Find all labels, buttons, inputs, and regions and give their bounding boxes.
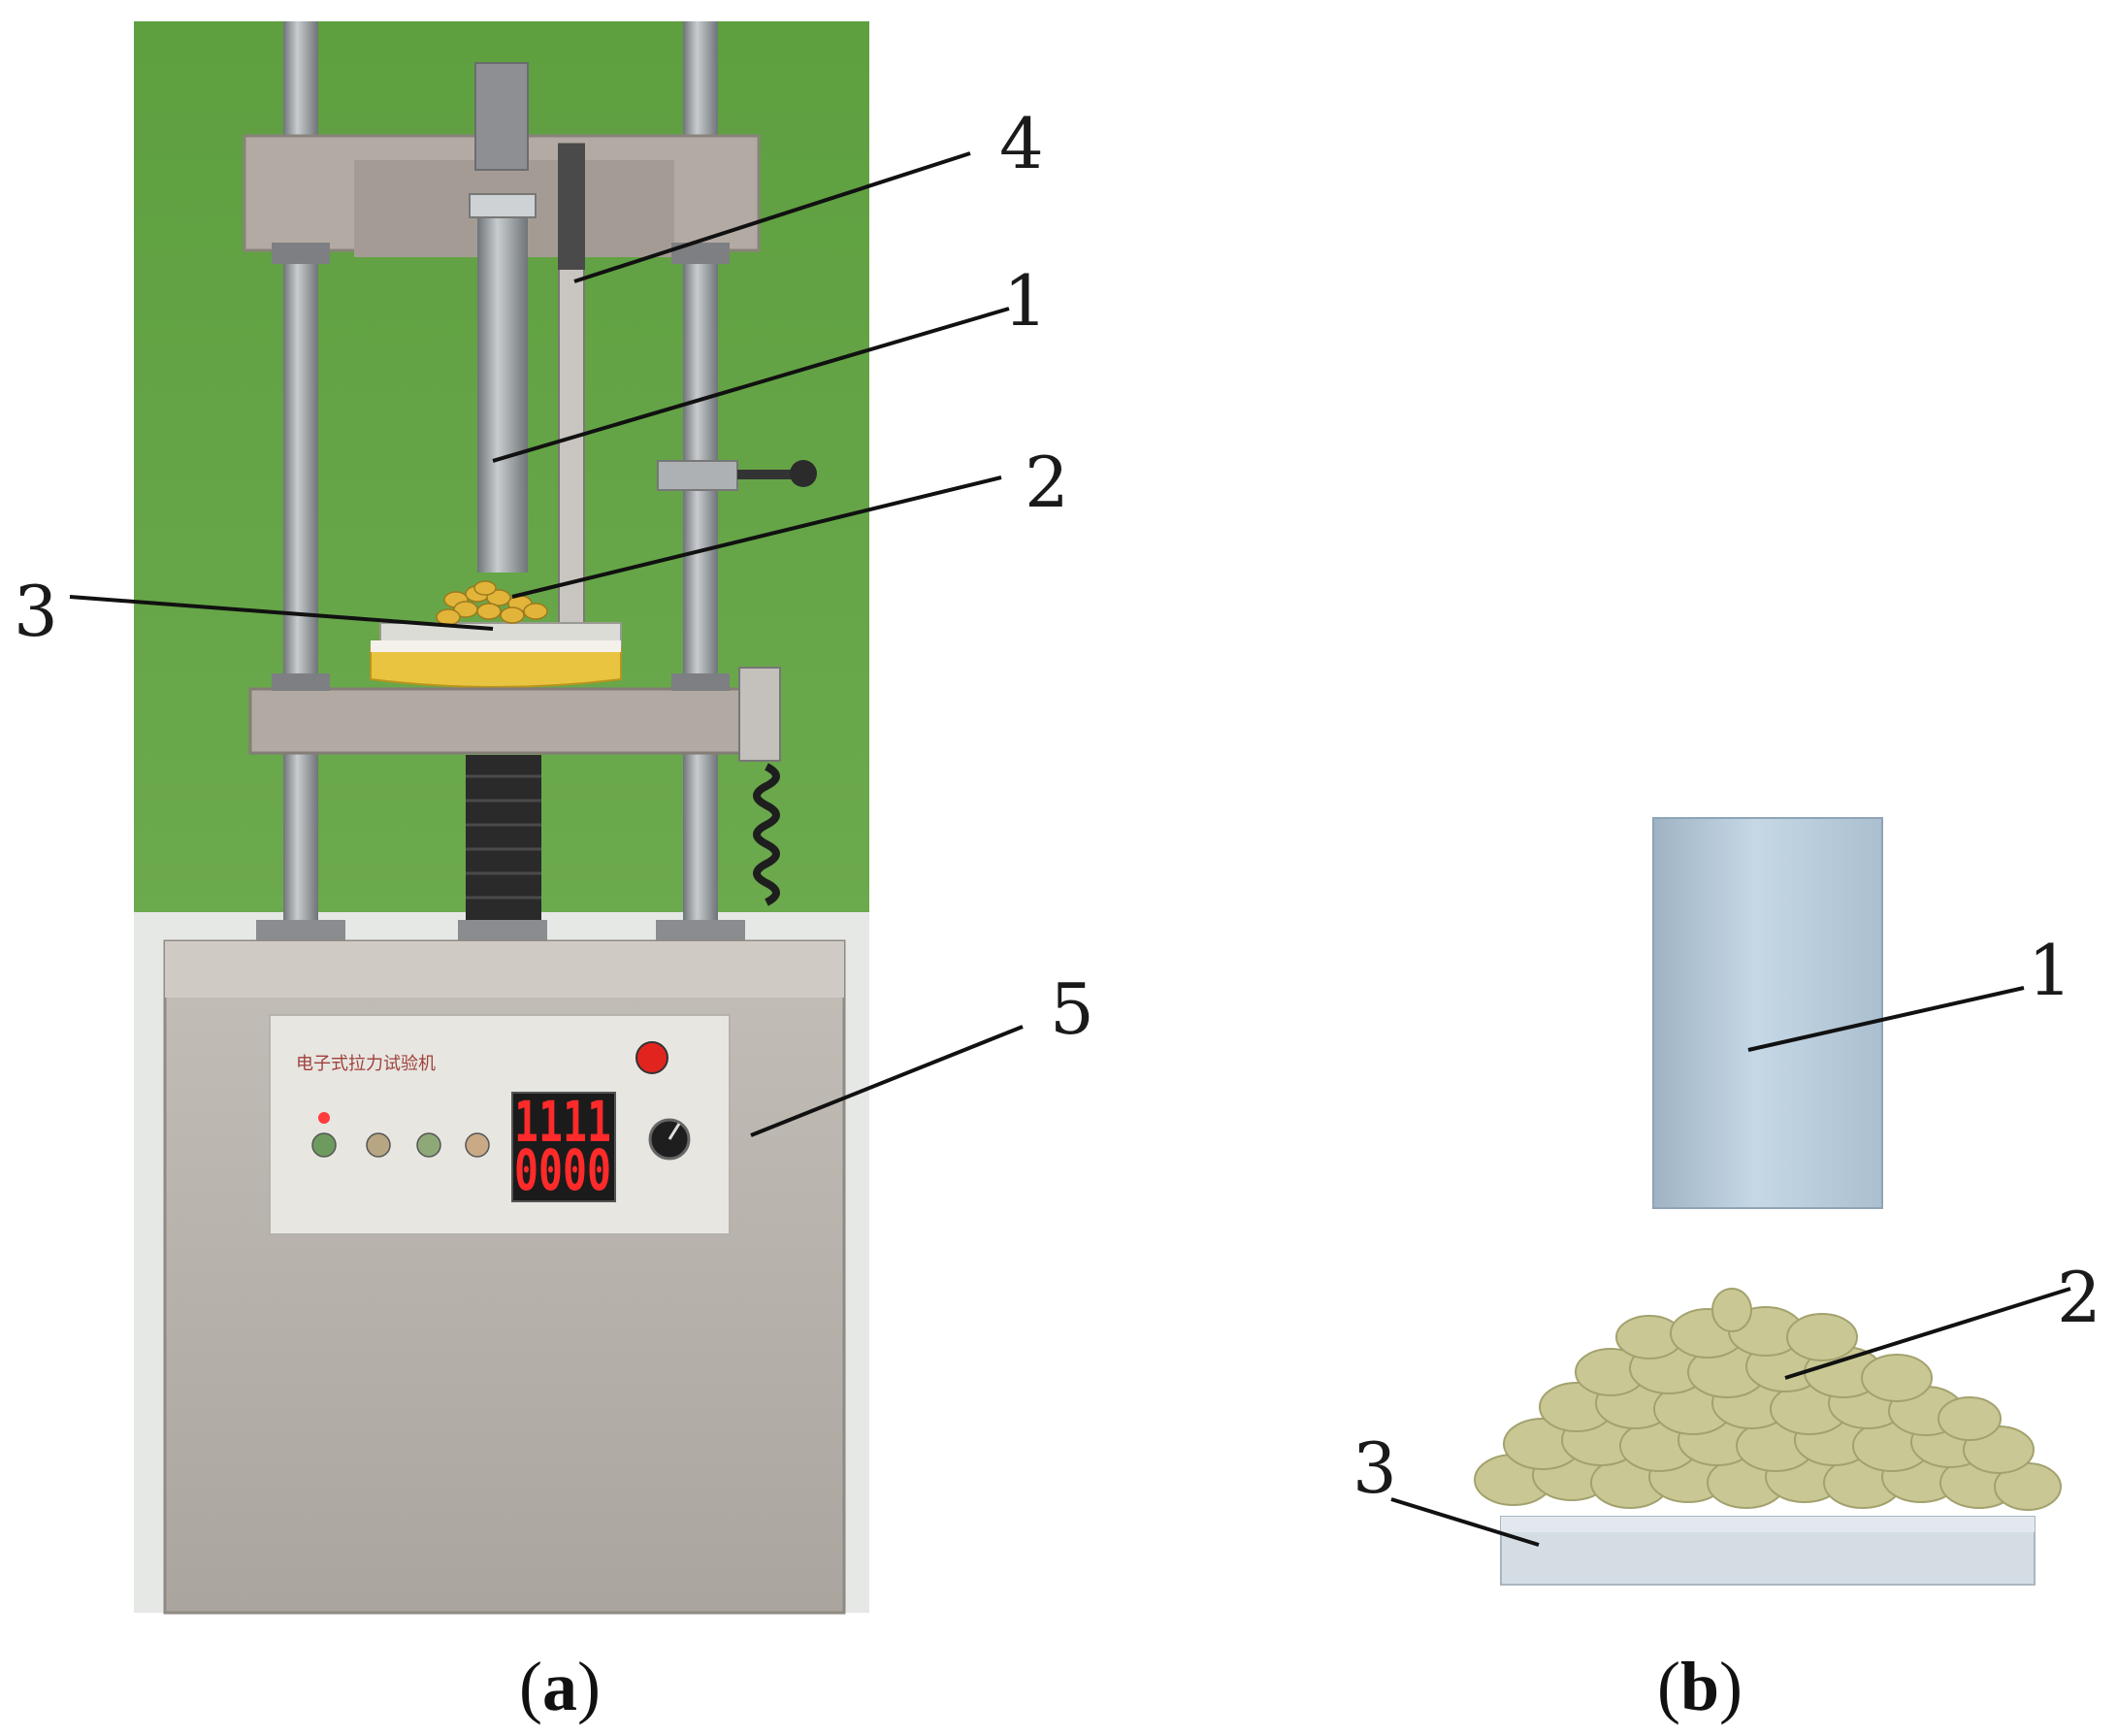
yellow-platform	[370, 647, 622, 688]
indenter-rod	[477, 199, 528, 573]
callout-b-2: 2	[2057, 1257, 2101, 1338]
caption-a-letter: a	[542, 1648, 577, 1725]
leader-b-1	[1747, 986, 2025, 1052]
leader-b-3	[1390, 1497, 1540, 1547]
callout-a-1: 1	[1003, 260, 1048, 342]
model-particle-heap	[1474, 1288, 2062, 1511]
callout-a-4: 4	[999, 103, 1044, 184]
callout-b-1: 1	[2028, 930, 2072, 1011]
panel-a-photo: 电子式拉力试验机 1111 0000	[134, 21, 869, 1615]
caption-b: (b)	[1657, 1648, 1742, 1725]
leader-b-2	[1784, 1287, 2071, 1380]
leader-a-1	[492, 307, 1010, 463]
callout-a-3: 3	[14, 571, 58, 652]
moving-crosshead	[248, 687, 757, 755]
callout-b-3: 3	[1352, 1427, 1397, 1509]
leader-a-5	[750, 1025, 1024, 1137]
led-top-value: 1111	[514, 1089, 611, 1155]
load-cell	[474, 62, 529, 171]
sample-particles	[436, 580, 548, 626]
led-display	[511, 1092, 616, 1202]
caption-a: (a)	[519, 1648, 601, 1725]
caption-b-letter: b	[1680, 1648, 1719, 1725]
led-bottom-value: 0000	[514, 1137, 611, 1203]
leader-a-2	[511, 475, 1002, 599]
panel-b-model	[1474, 817, 2062, 1586]
leader-a-4	[573, 151, 971, 283]
callout-a-5: 5	[1050, 968, 1094, 1050]
panel-title-text: 电子式拉力试验机	[296, 1054, 436, 1074]
model-cylinder	[1652, 817, 1883, 1209]
bellows	[466, 755, 541, 930]
leader-a-3	[69, 595, 494, 631]
callout-a-2: 2	[1025, 442, 1069, 523]
